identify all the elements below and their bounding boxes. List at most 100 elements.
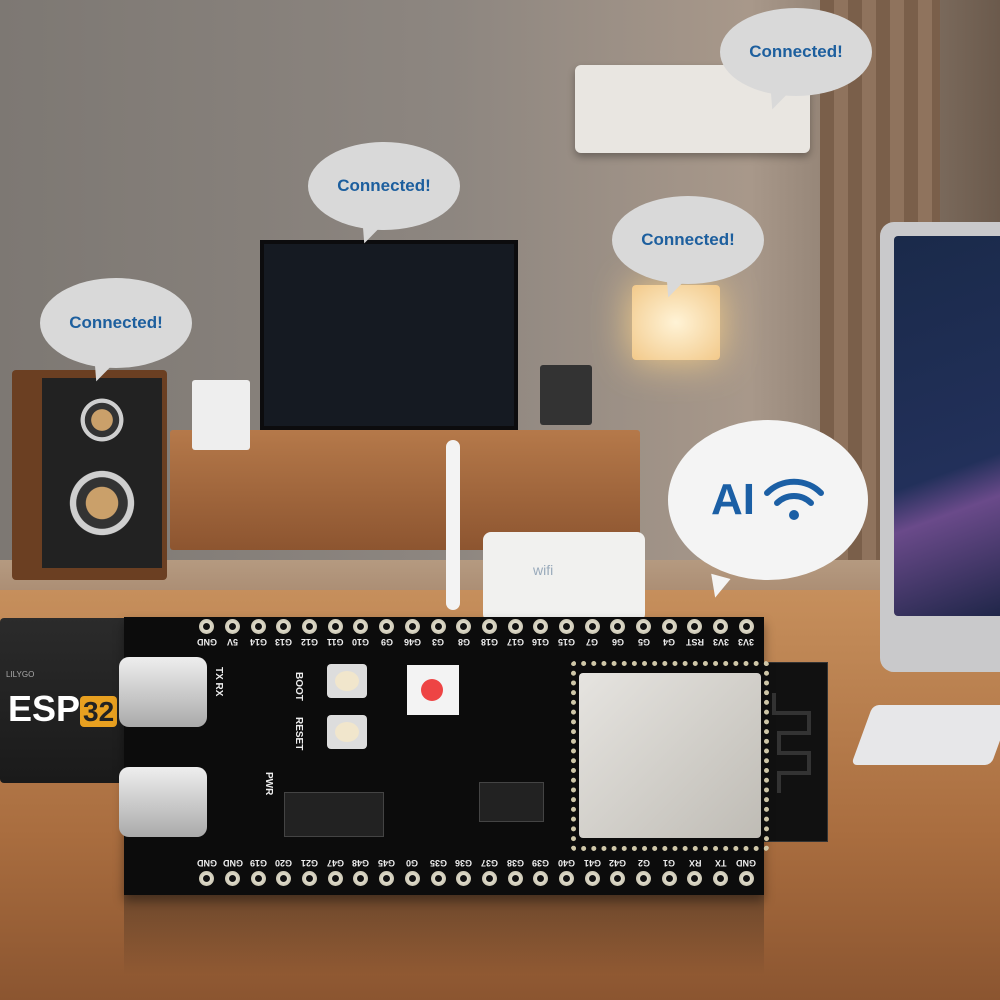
pin: G2 <box>631 855 657 886</box>
pin-hole <box>661 619 677 634</box>
pin: G42 <box>605 855 631 886</box>
pin-label: G9 <box>380 637 393 647</box>
usb-uart-chip <box>284 792 384 837</box>
pin: G21 <box>297 855 323 886</box>
reset-label: RESET <box>293 717 304 751</box>
pin-label: G38 <box>506 858 524 868</box>
pin-hole <box>533 619 549 634</box>
pin-hole <box>558 619 574 634</box>
pin-hole <box>738 619 754 634</box>
pin: G12 <box>297 619 323 650</box>
pin-hole <box>584 619 600 634</box>
pin: GND <box>194 855 220 886</box>
pin-hole <box>379 871 395 886</box>
pin-hole <box>507 619 523 634</box>
pin: G6 <box>605 619 631 650</box>
pin-label: G39 <box>532 858 550 868</box>
ai-wifi-bubble: AI <box>668 420 868 580</box>
pin-hole <box>302 619 318 634</box>
boot-button[interactable] <box>327 664 367 698</box>
pin-label: GND <box>736 858 757 868</box>
pin-label: G0 <box>406 858 419 868</box>
pin-hole <box>610 619 626 634</box>
pin: GND <box>220 855 246 886</box>
pin-hole <box>687 619 703 634</box>
usb-c-port-2[interactable] <box>119 767 207 837</box>
pin-label: G40 <box>557 858 575 868</box>
antenna-trace-icon <box>772 693 811 793</box>
pin-hole <box>661 871 677 886</box>
pin-hole <box>584 871 600 886</box>
pin-label: G3 <box>432 637 445 647</box>
pin: G15 <box>554 619 580 650</box>
pin-hole <box>404 619 420 634</box>
pin-hole <box>533 871 549 886</box>
television <box>260 240 518 430</box>
pin-hole <box>225 619 241 634</box>
pin-hole <box>302 871 318 886</box>
pin: G0 <box>400 855 426 886</box>
pin-label: G10 <box>352 637 370 647</box>
wifi-icon <box>764 478 824 520</box>
pin-label: G1 <box>663 858 676 868</box>
pin-label: G48 <box>352 858 370 868</box>
esp32-module <box>579 673 761 838</box>
floor-speaker <box>12 370 167 580</box>
pin-label: G13 <box>275 637 293 647</box>
pin: G18 <box>477 619 503 650</box>
box-brand: LILYGO <box>6 670 35 679</box>
pin-hole <box>199 619 215 634</box>
pin: G3 <box>425 619 451 650</box>
pin-hole <box>481 619 497 634</box>
pin-label: GND <box>196 637 217 647</box>
tv-cabinet <box>170 430 640 550</box>
pin: G17 <box>502 619 528 650</box>
monitor <box>880 222 1000 672</box>
pin-label: G5 <box>637 637 650 647</box>
pin-hole <box>353 619 369 634</box>
txrx-label: TX RX <box>213 667 224 697</box>
pin-hole <box>636 871 652 886</box>
speaker-face <box>42 378 162 568</box>
pin: G16 <box>528 619 554 650</box>
pin-label: 3V3 <box>738 637 755 647</box>
pin-hole <box>481 871 497 886</box>
pin-label: G17 <box>506 637 524 647</box>
pin: G38 <box>502 855 528 886</box>
monitor-screen <box>894 236 1000 616</box>
pin-label: TX <box>714 858 727 868</box>
pin: G8 <box>451 619 477 650</box>
pin-hole <box>225 871 241 886</box>
reset-button[interactable] <box>327 715 367 749</box>
usb-c-port-1[interactable] <box>119 657 207 727</box>
pin-label: G8 <box>457 637 470 647</box>
pin-label: G12 <box>301 637 319 647</box>
woofer-icon <box>57 458 147 548</box>
pin: G41 <box>579 855 605 886</box>
pin-hole <box>713 619 729 634</box>
pin: G45 <box>374 855 400 886</box>
pin: G14 <box>245 619 271 650</box>
speech-bubble-lamp: Connected! <box>612 196 764 284</box>
pin-label: G11 <box>327 637 344 647</box>
pin: G48 <box>348 855 374 886</box>
pin-label: 3V3 <box>712 637 729 647</box>
pin-label: RST <box>685 637 704 647</box>
speech-bubble-ac: Connected! <box>720 8 872 96</box>
pin-label: GND <box>196 858 217 868</box>
pin-label: G2 <box>637 858 650 868</box>
board-reflection <box>124 895 764 975</box>
pin-label: G15 <box>557 637 575 647</box>
router-antenna <box>446 440 460 610</box>
pin-hole <box>713 871 729 886</box>
pin-hole <box>636 619 652 634</box>
router: wifi <box>483 532 645 622</box>
boot-label: BOOT <box>293 672 304 701</box>
pin-label: G45 <box>378 858 396 868</box>
pin: G36 <box>451 855 477 886</box>
pin-hole <box>379 619 395 634</box>
pin-hole <box>404 871 420 886</box>
